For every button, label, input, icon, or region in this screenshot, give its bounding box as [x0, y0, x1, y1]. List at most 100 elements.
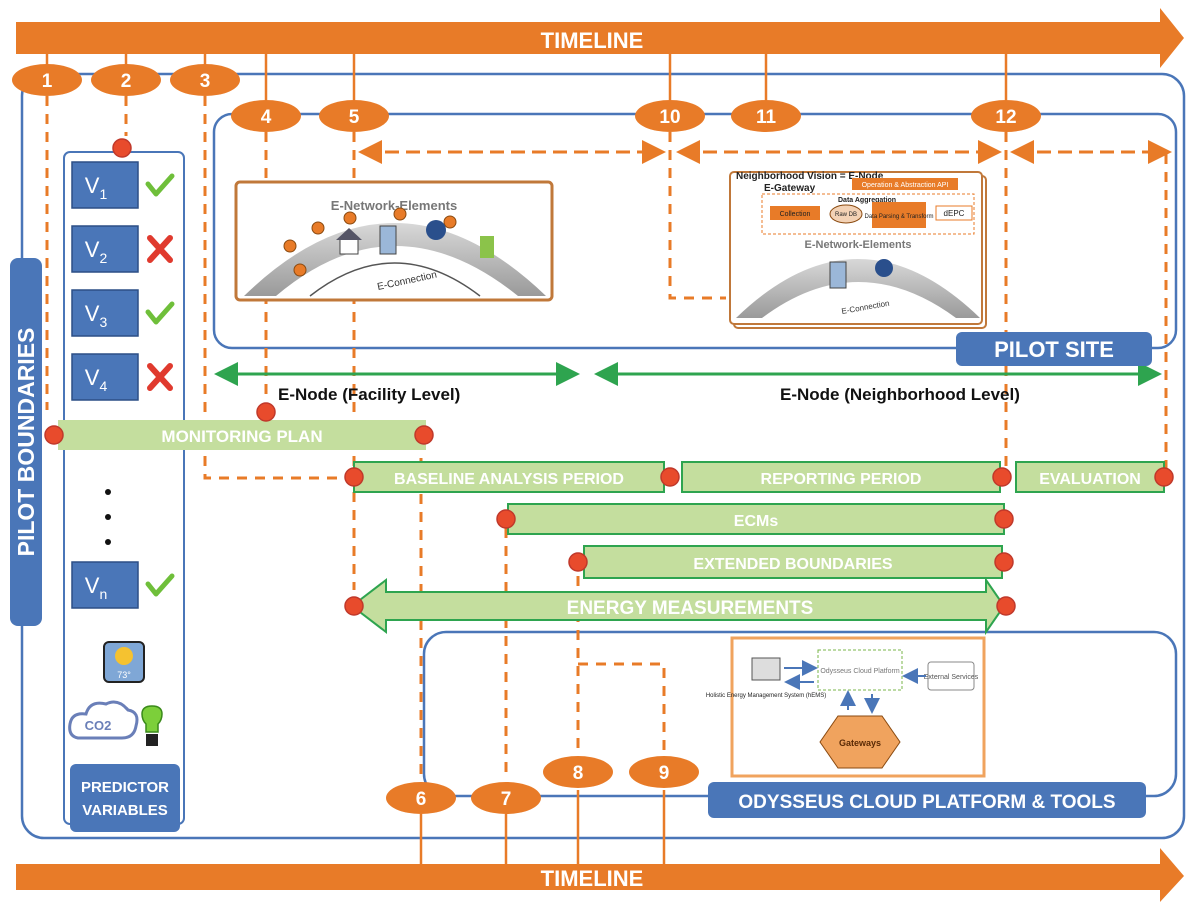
- facility-network-elements: E-Network-Elements: [331, 198, 457, 213]
- step-8-marker: 8: [543, 756, 613, 788]
- step-7-label: 7: [501, 789, 512, 810]
- variable-1: V1: [71, 161, 175, 209]
- connection-dot: [256, 402, 276, 422]
- timeline-bottom-label: TIMELINE: [541, 866, 644, 891]
- ellipsis-dots: [105, 489, 111, 545]
- step-7-marker: 7: [471, 782, 541, 814]
- step-12-label: 12: [995, 107, 1016, 128]
- cross-icon: [147, 363, 173, 391]
- step-8-label: 8: [573, 763, 584, 784]
- co2-label: CO2: [85, 718, 112, 733]
- top-connectors: [45, 54, 1008, 100]
- neighborhood-illustration: Neighborhood Vision = E-Node E-Gateway O…: [729, 171, 987, 329]
- cloud-illustration: Holistic Energy Management System (hEMS)…: [706, 636, 986, 778]
- check-icon: [145, 573, 175, 597]
- variable-4: V4: [71, 353, 173, 401]
- energy-label: ENERGY MEASUREMENTS: [567, 598, 814, 619]
- extended-label: EXTENDED BOUNDARIES: [693, 556, 892, 573]
- connection-dot: [112, 138, 132, 158]
- extended-boundaries-bar: EXTENDED BOUNDARIES: [583, 545, 1003, 579]
- timeline-bottom-arrow: TIMELINE: [16, 848, 1184, 902]
- co2-cloud-icon: CO2: [68, 700, 139, 740]
- cloud-external: External Services: [924, 674, 979, 681]
- connection-dots: [44, 138, 1174, 616]
- enode-facility-label: E-Node (Facility Level): [278, 385, 460, 404]
- predictor-line1: PREDICTOR: [81, 779, 169, 796]
- baseline-label: BASELINE ANALYSIS PERIOD: [394, 471, 624, 488]
- variable-5: Vn: [71, 561, 175, 609]
- connection-dot: [1154, 467, 1174, 487]
- variable-3: V3: [71, 289, 175, 337]
- step-6-label: 6: [416, 789, 427, 810]
- step-5-marker: 5: [319, 100, 389, 132]
- connection-dot: [344, 467, 364, 487]
- pilot-site-label: PILOT SITE: [994, 337, 1114, 362]
- connection-dot: [344, 596, 364, 616]
- nb-rawdb: Raw DB: [835, 212, 857, 218]
- step-10-label: 10: [659, 107, 680, 128]
- step-3-marker: 3: [170, 64, 240, 96]
- weather-sun-icon: 73°: [103, 641, 145, 683]
- reporting-label: REPORTING PERIOD: [761, 471, 922, 488]
- pilot-boundaries-label: PILOT BOUNDARIES: [13, 328, 39, 557]
- check-icon: [145, 301, 175, 325]
- enode-neighborhood-label: E-Node (Neighborhood Level): [780, 385, 1020, 404]
- ecms-bar: ECMs: [507, 503, 1005, 535]
- connection-dot: [992, 467, 1012, 487]
- bottom-connectors: [419, 790, 666, 864]
- monitoring-plan-bar: MONITORING PLAN: [58, 420, 426, 450]
- timeline-top-label: TIMELINE: [541, 28, 644, 53]
- step-9-marker: 9: [629, 756, 699, 788]
- facility-illustration: E-Network-Elements E-Nodes E-Nodes E-Con…: [234, 180, 554, 302]
- connection-dot: [414, 425, 434, 445]
- predictor-line2: VARIABLES: [82, 802, 168, 819]
- step-1-label: 1: [42, 71, 53, 92]
- cloud-gateways: Gateways: [839, 738, 881, 748]
- nb-depc: dEPC: [944, 209, 965, 218]
- variable-label: V4: [85, 365, 108, 394]
- weather-temp: 73°: [117, 670, 131, 680]
- baseline-bar: BASELINE ANALYSIS PERIOD: [353, 461, 665, 493]
- step-12-marker: 12: [971, 100, 1041, 132]
- step-6-marker: 6: [386, 782, 456, 814]
- step-2-label: 2: [121, 71, 132, 92]
- connection-dot: [994, 509, 1014, 529]
- ecms-label: ECMs: [734, 513, 779, 530]
- variable-label: Vn: [85, 573, 107, 602]
- nb-api: Operation & Abstraction API: [862, 182, 949, 189]
- nb-collection: Collection: [780, 211, 811, 218]
- nb-network-elements: E-Network-Elements: [805, 239, 912, 251]
- cross-icon: [147, 235, 173, 263]
- monitoring-plan-label: MONITORING PLAN: [161, 427, 322, 446]
- nb-gateway: E-Gateway: [764, 183, 816, 194]
- variable-2: V2: [71, 225, 173, 273]
- cloud-hems: Holistic Energy Management System (hEMS): [706, 693, 826, 699]
- nb-aggregation: Data Aggregation: [838, 197, 896, 204]
- energy-measurements-arrow: ENERGY MEASUREMENTS: [350, 576, 1006, 636]
- pilot-boundaries-badge: PILOT BOUNDARIES: [10, 258, 42, 626]
- reporting-bar: REPORTING PERIOD: [681, 461, 1001, 493]
- nb-parsing: Data Parsing & Transform: [864, 214, 933, 220]
- cloud-platform-box: Odysseus Cloud Platform: [820, 668, 900, 675]
- check-icon: [145, 173, 175, 197]
- variable-label: V1: [85, 173, 108, 202]
- step-4-label: 4: [261, 107, 272, 128]
- light-bulb-icon: [141, 705, 163, 746]
- step-1-marker: 1: [12, 64, 82, 96]
- connection-dot: [568, 552, 588, 572]
- connection-dot: [44, 425, 64, 445]
- connection-dot: [994, 552, 1014, 572]
- cloud-platform-badge: ODYSSEUS CLOUD PLATFORM & TOOLS: [708, 782, 1146, 818]
- step-11-label: 11: [756, 107, 777, 128]
- step-11-marker: 11: [731, 100, 801, 132]
- step-9-label: 9: [659, 763, 670, 784]
- step-10-marker: 10: [635, 100, 705, 132]
- cloud-platform-label: ODYSSEUS CLOUD PLATFORM & TOOLS: [738, 792, 1115, 813]
- connection-dot: [496, 509, 516, 529]
- variable-label: V2: [85, 237, 108, 266]
- evaluation-bar: EVALUATION: [1015, 461, 1165, 493]
- variable-label: V3: [85, 301, 108, 330]
